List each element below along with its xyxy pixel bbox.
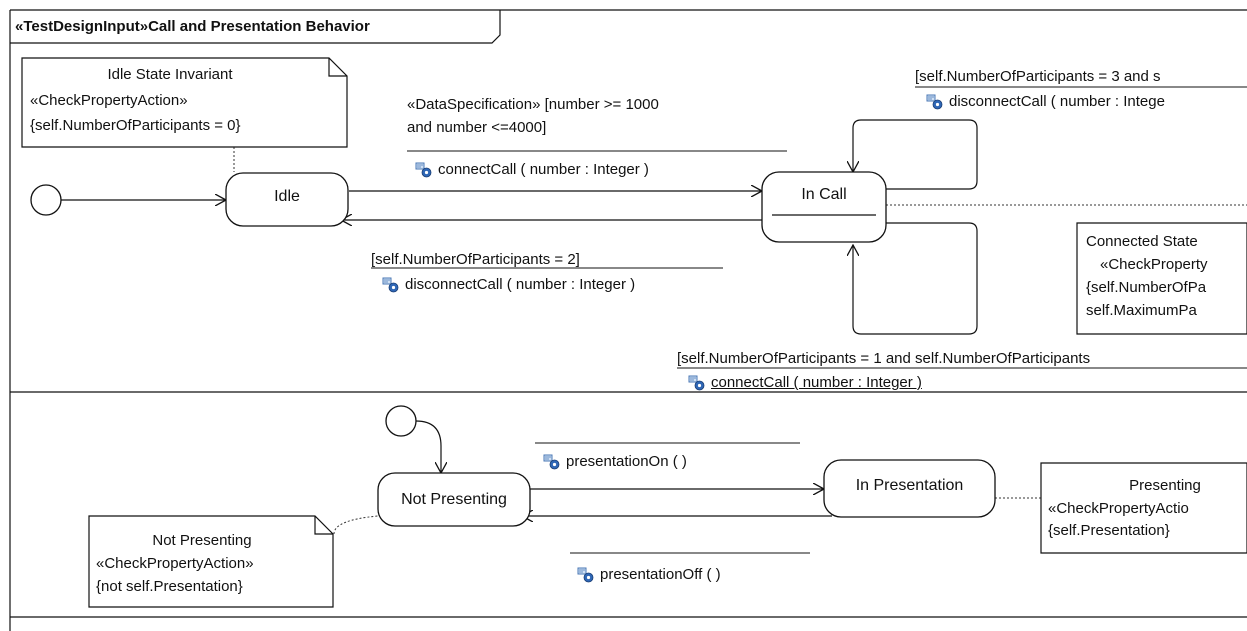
note-idle-invariant xyxy=(21,57,348,148)
initial-pseudostate-call xyxy=(30,184,62,216)
disconnect2-guard: [self.NumberOfParticipants = 2] xyxy=(371,251,580,268)
note-not-presenting-line-1: Not Presenting xyxy=(152,532,252,549)
self-bottom-trigger-label: connectCall ( number : Integer ) xyxy=(711,374,922,391)
note-idle-line-3: {self.NumberOfParticipants = 0} xyxy=(30,117,241,134)
call-event-icon xyxy=(577,567,594,583)
note-presenting-line-2: «CheckPropertyActio xyxy=(1048,500,1189,517)
state-in-presentation-label: In Presentation xyxy=(855,477,964,494)
connect-guard-line-1: «DataSpecification» [number >= 1000 xyxy=(407,96,659,113)
state-in-call-label: In Call xyxy=(801,186,847,203)
call-event-icon xyxy=(543,454,560,470)
note-idle-line-1: Idle State Invariant xyxy=(107,66,233,83)
state-idle[interactable] xyxy=(225,172,349,227)
state-not-presenting[interactable] xyxy=(377,472,531,527)
note-connected-line-2: «CheckProperty xyxy=(1100,256,1208,273)
state-not-presenting-label: Not Presenting xyxy=(401,491,507,508)
connect-trigger: connectCall ( number : Integer ) xyxy=(415,161,649,179)
connect-guard-line-2: and number <=4000] xyxy=(407,119,547,136)
state-idle-label: Idle xyxy=(274,188,300,205)
note-presenting xyxy=(1040,462,1247,554)
self-bottom-trigger: connectCall ( number : Integer ) xyxy=(688,374,922,392)
self-top-trigger: disconnectCall ( number : Intege xyxy=(926,93,1165,111)
self-top-guard: [self.NumberOfParticipants = 3 and s xyxy=(915,68,1161,85)
disconnect2-trigger: disconnectCall ( number : Integer ) xyxy=(382,276,635,294)
note-connected-line-1: Connected State xyxy=(1086,233,1198,250)
note-connected-state xyxy=(1076,222,1247,335)
presentation-off-label: presentationOff ( ) xyxy=(600,566,721,583)
frame-title-tab xyxy=(10,10,501,44)
note-idle-line-2: «CheckPropertyAction» xyxy=(30,92,188,109)
state-in-presentation[interactable] xyxy=(823,459,996,518)
presentation-on-trigger: presentationOn ( ) xyxy=(543,453,687,471)
self-top-trigger-label: disconnectCall ( number : Intege xyxy=(949,93,1165,110)
frame-title: «TestDesignInput»Call and Presentation B… xyxy=(15,18,370,35)
note-connected-line-3: {self.NumberOfPa xyxy=(1086,279,1207,296)
initial-pseudostate-presentation xyxy=(385,405,417,437)
call-event-icon xyxy=(382,277,399,293)
call-event-icon xyxy=(415,162,432,178)
note-not-presenting xyxy=(88,515,334,608)
connect-trigger-label: connectCall ( number : Integer ) xyxy=(438,161,649,178)
call-event-icon xyxy=(926,94,943,110)
state-in-call[interactable] xyxy=(761,171,887,243)
disconnect2-trigger-label: disconnectCall ( number : Integer ) xyxy=(405,276,636,293)
note-presenting-line-3: {self.Presentation} xyxy=(1048,522,1170,539)
note-not-presenting-line-2: «CheckPropertyAction» xyxy=(96,555,254,572)
note-connected-line-4: self.MaximumPa xyxy=(1086,302,1197,319)
call-event-icon xyxy=(688,375,705,391)
note-not-presenting-line-3: {not self.Presentation} xyxy=(96,578,243,595)
presentation-on-label: presentationOn ( ) xyxy=(566,453,687,470)
presentation-off-trigger: presentationOff ( ) xyxy=(577,566,721,584)
note-presenting-line-1: Presenting xyxy=(1129,477,1201,494)
self-bottom-guard: [self.NumberOfParticipants = 1 and self.… xyxy=(677,350,1091,367)
